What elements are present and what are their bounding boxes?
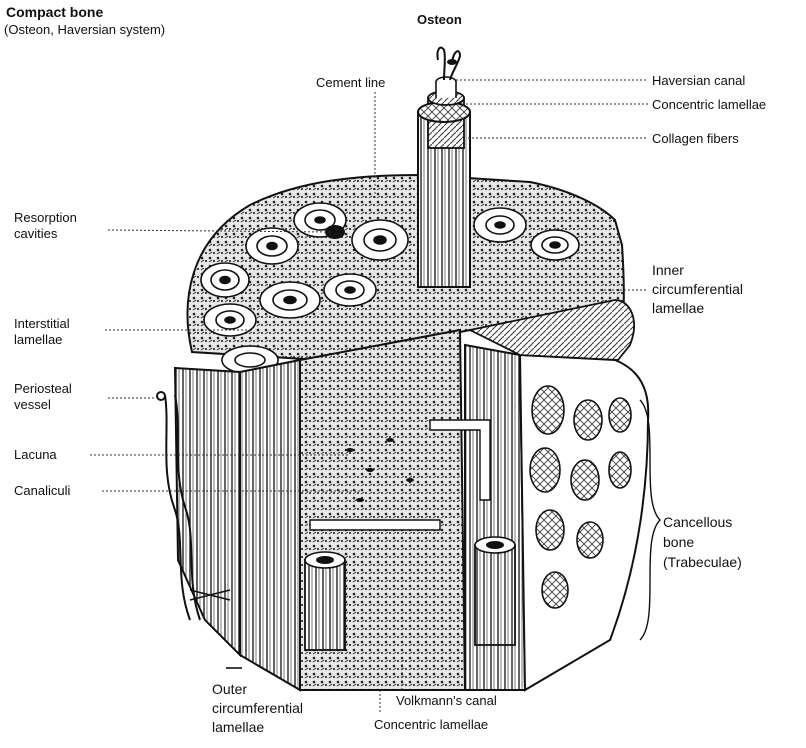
label-concentric-lamellae-top: Concentric lamellae [652, 97, 766, 113]
label-cancellous-2: bone [663, 534, 694, 551]
label-osteon: Osteon [417, 12, 462, 28]
label-interstitial-2: lamellae [14, 332, 62, 348]
left-front-face [175, 330, 525, 690]
label-inner-circ-1: Inner [652, 262, 684, 279]
label-cement-line: Cement line [316, 75, 385, 91]
label-outer-circ-3: lamellae [212, 719, 264, 736]
subtitle: (Osteon, Haversian system) [4, 22, 165, 38]
label-inner-circ-2: circumferential [652, 281, 743, 298]
label-haversian-canal: Haversian canal [652, 73, 745, 89]
label-cancellous-1: Cancellous [663, 514, 732, 531]
label-interstitial-1: Interstitial [14, 316, 70, 332]
label-cancellous-3: (Trabeculae) [663, 554, 742, 571]
label-canaliculi: Canaliculi [14, 483, 70, 499]
label-periosteal-2: vessel [14, 397, 51, 413]
label-collagen-fibers: Collagen fibers [652, 131, 739, 147]
label-inner-circ-3: lamellae [652, 300, 704, 317]
label-outer-circ-2: circumferential [212, 700, 303, 717]
label-outer-circ-1: Outer [212, 681, 247, 698]
label-lacuna: Lacuna [14, 447, 57, 463]
label-concentric-lamellae-bottom: Concentric lamellae [374, 717, 488, 733]
label-resorption-1: Resorption [14, 210, 77, 226]
label-resorption-2: cavities [14, 226, 57, 242]
title: Compact bone [6, 4, 103, 21]
label-volkmanns-canal: Volkmann's canal [396, 693, 497, 709]
cancellous-bone [520, 355, 648, 690]
label-periosteal-1: Periosteal [14, 381, 72, 397]
osteon-cylinder [418, 48, 470, 287]
